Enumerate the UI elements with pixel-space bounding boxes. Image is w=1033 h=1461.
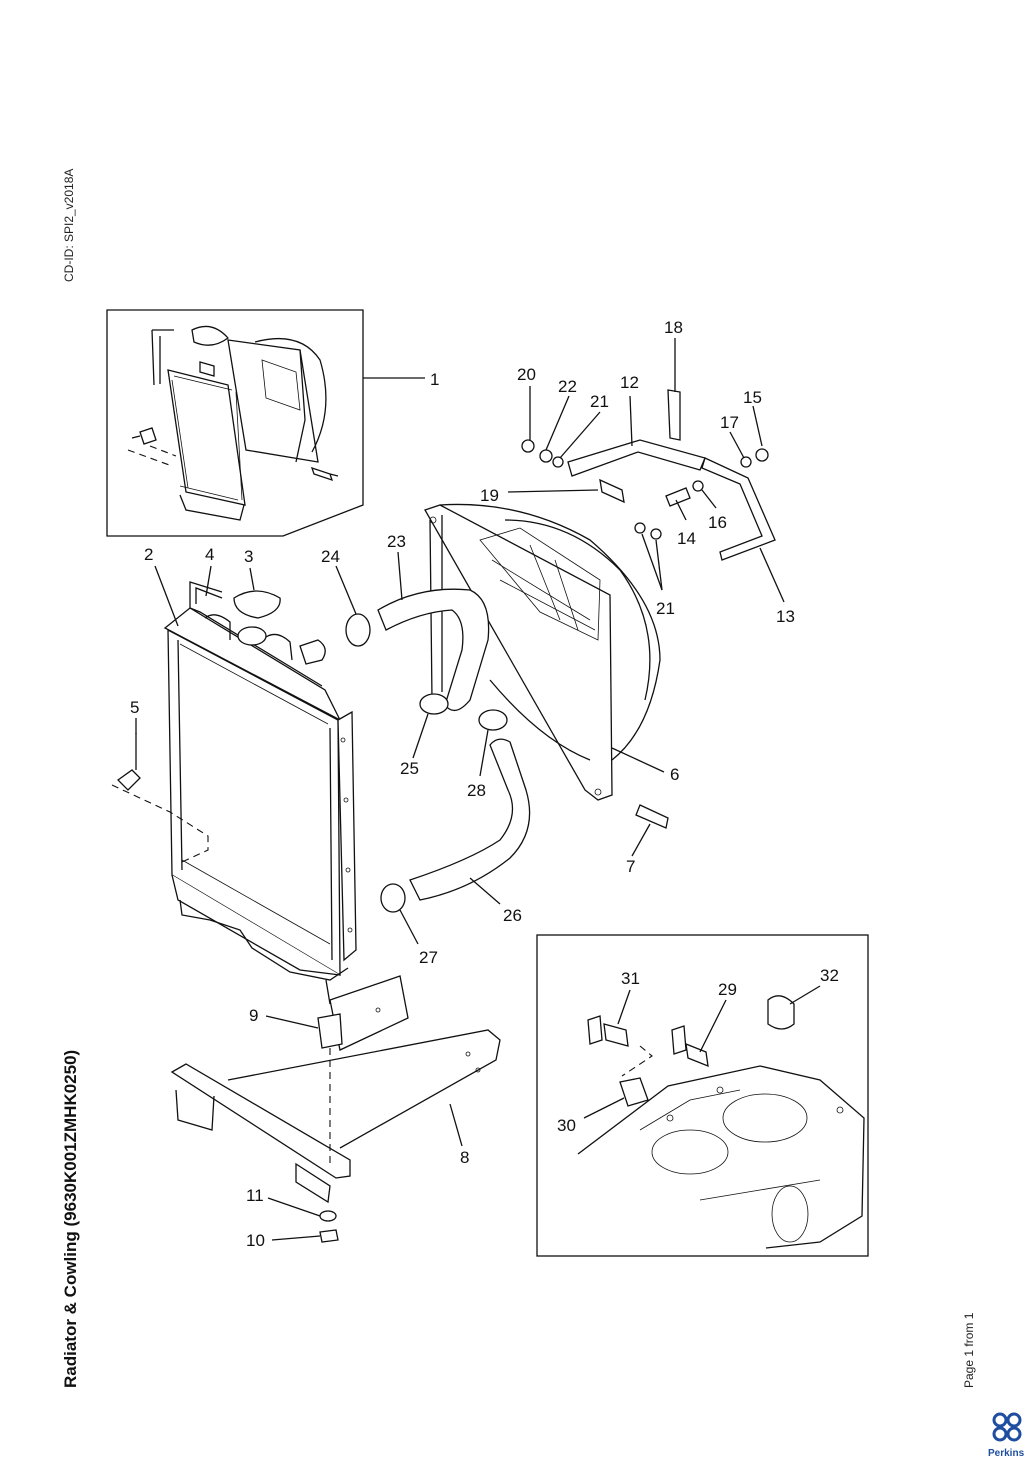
bottom-hose <box>409 738 531 901</box>
callout-4: 4 <box>205 545 214 564</box>
callout-10: 10 <box>246 1231 265 1250</box>
callout-7: 7 <box>626 857 635 876</box>
callout-25: 25 <box>400 759 419 778</box>
callout-31: 31 <box>621 969 640 988</box>
callout-11: 11 <box>246 1186 264 1205</box>
callout-24: 24 <box>321 547 340 566</box>
brand-name: Perkins <box>988 1448 1025 1459</box>
cowling-bolt <box>635 804 669 829</box>
callout-21-secondary: 21 <box>656 599 675 618</box>
callout-9: 9 <box>249 1006 258 1025</box>
radiator-core <box>111 607 357 1005</box>
inset-engine-sensors <box>536 934 869 1257</box>
callout-14: 14 <box>677 529 696 548</box>
hose-clip-radiator <box>380 883 406 913</box>
callout-5: 5 <box>130 698 139 717</box>
hose-clip-mid <box>419 693 449 715</box>
callout-21: 21 <box>590 392 609 411</box>
callout-26: 26 <box>503 906 522 925</box>
perkins-logo <box>992 1412 1022 1442</box>
callout-32: 32 <box>820 966 839 985</box>
rubber-mount <box>317 1013 343 1049</box>
callout-22: 22 <box>558 377 577 396</box>
washer <box>319 1210 337 1222</box>
callout-2: 2 <box>144 545 153 564</box>
callout-16: 16 <box>708 513 727 532</box>
fan-cowling <box>424 503 661 801</box>
callout-18: 18 <box>664 318 683 337</box>
callout-20: 20 <box>517 365 536 384</box>
hose-clip-bottom <box>478 709 508 731</box>
callout-3: 3 <box>244 547 253 566</box>
callout-15: 15 <box>743 388 762 407</box>
drain-tap <box>116 769 141 791</box>
radiator-support-frame <box>170 975 501 1204</box>
callout-29: 29 <box>718 980 737 999</box>
callout-13: 13 <box>776 607 795 626</box>
leader-lines <box>135 338 821 1241</box>
callout-28: 28 <box>467 781 486 800</box>
callout-17: 17 <box>720 413 739 432</box>
callout-23: 23 <box>387 532 406 551</box>
callout-12: 12 <box>620 373 639 392</box>
callout-labels: 1 2 3 4 5 6 7 8 9 10 11 12 13 14 15 16 1… <box>130 318 839 1250</box>
callout-1: 1 <box>430 370 439 389</box>
nut <box>319 1229 339 1243</box>
callout-19: 19 <box>480 486 499 505</box>
hose-clip-top <box>345 613 371 647</box>
callout-30: 30 <box>557 1116 576 1135</box>
overflow-pipe <box>189 581 223 608</box>
inset-assembly-overview <box>106 309 364 537</box>
callout-8: 8 <box>460 1148 469 1167</box>
radiator-cap <box>233 590 281 619</box>
top-hose <box>377 588 490 712</box>
cowling-stay-brackets <box>567 389 776 561</box>
callout-27: 27 <box>419 948 438 967</box>
callout-6: 6 <box>670 765 679 784</box>
